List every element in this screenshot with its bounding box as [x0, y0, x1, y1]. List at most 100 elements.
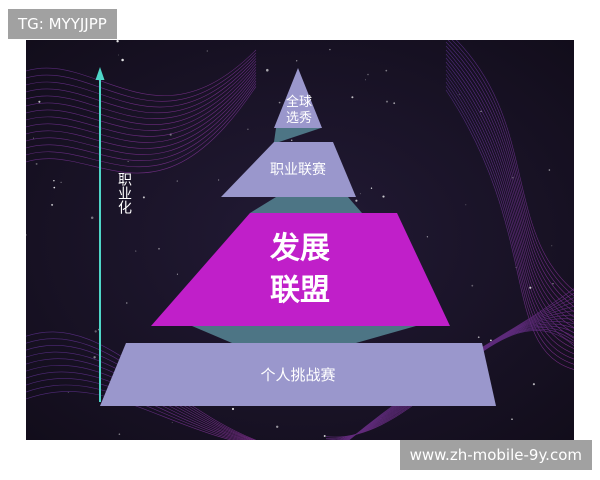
- star: [323, 435, 326, 437]
- star: [276, 425, 279, 428]
- star: [142, 196, 145, 199]
- star: [365, 79, 366, 81]
- pyramid-infographic: 职业化 全球 选秀 职业联赛 发展 联盟 个人挑战赛: [26, 40, 574, 440]
- star: [51, 203, 54, 206]
- level-4-label: 个人挑战赛: [260, 366, 335, 384]
- star: [426, 236, 429, 238]
- star: [351, 96, 354, 99]
- star: [116, 40, 119, 43]
- wave-line: [445, 49, 574, 318]
- star: [53, 179, 55, 182]
- star: [385, 69, 388, 72]
- star: [94, 330, 97, 333]
- star: [529, 286, 532, 289]
- star: [290, 139, 293, 142]
- connector-2: [250, 197, 362, 213]
- star: [135, 250, 137, 252]
- star: [278, 101, 281, 104]
- level-pro-league: [221, 142, 356, 197]
- wave-line: [445, 45, 574, 313]
- wave-line: [445, 81, 574, 360]
- axis-arrow: [95, 67, 105, 402]
- star: [117, 54, 119, 56]
- star: [121, 58, 124, 62]
- level-individual-challenge: [100, 343, 496, 406]
- wave-line: [445, 85, 574, 365]
- wave-line: [26, 52, 257, 102]
- star: [489, 339, 492, 342]
- star: [176, 180, 178, 182]
- wave-line: [445, 61, 574, 334]
- star: [176, 273, 178, 275]
- wave-line: [26, 83, 257, 168]
- star: [367, 73, 369, 76]
- wave-line: [26, 77, 257, 155]
- star: [93, 356, 96, 359]
- star: [53, 186, 56, 189]
- star: [169, 133, 172, 136]
- star: [382, 195, 385, 198]
- wave-line: [26, 86, 257, 174]
- star: [90, 216, 94, 219]
- wave-line: [455, 40, 574, 292]
- star: [67, 391, 69, 393]
- star: [158, 247, 160, 250]
- star: [38, 100, 41, 103]
- star: [477, 336, 480, 339]
- wave-line: [26, 66, 257, 131]
- wave-line: [26, 61, 257, 119]
- wave-line: [445, 57, 574, 328]
- level-1-label-line-1: 全球: [286, 94, 312, 110]
- star: [471, 284, 474, 287]
- axis-arrow-head: [95, 67, 105, 80]
- watermark-bottom: www.zh-mobile-9y.com: [399, 440, 592, 470]
- star: [329, 48, 331, 51]
- level-3-label-line-2: 联盟: [270, 273, 330, 308]
- wave-line: [26, 49, 257, 96]
- wave-line: [26, 63, 257, 125]
- wave-line: [445, 77, 574, 355]
- wave-line: [445, 73, 574, 349]
- wave-line: [445, 65, 574, 339]
- star: [359, 193, 361, 195]
- star: [60, 181, 62, 183]
- star: [26, 234, 27, 236]
- wave-line: [26, 58, 257, 114]
- wave-line: [447, 40, 574, 302]
- star: [126, 302, 128, 304]
- star: [552, 283, 554, 285]
- star: [393, 102, 396, 105]
- star: [266, 68, 269, 72]
- level-connectors: [192, 128, 416, 343]
- pyramid-levels: [100, 68, 496, 406]
- star: [247, 128, 249, 131]
- star: [218, 179, 220, 181]
- level-2-label: 职业联赛: [270, 162, 326, 178]
- star: [296, 60, 298, 62]
- wave-line: [445, 41, 574, 308]
- star: [355, 199, 358, 202]
- star: [35, 162, 38, 165]
- level-1-label-line-2: 选秀: [286, 111, 312, 126]
- wave-lines-decoration: [26, 40, 574, 440]
- wave-line: [445, 69, 574, 344]
- wave-line: [26, 55, 257, 108]
- star: [480, 110, 482, 113]
- star: [385, 100, 389, 103]
- level-top-global-draft: [274, 68, 322, 128]
- connector-1: [274, 128, 321, 142]
- star: [171, 422, 173, 424]
- axis-label: 职业化: [116, 172, 132, 215]
- level-3-label-line-1: 发展: [269, 231, 330, 266]
- wave-line: [26, 80, 257, 161]
- watermark-top: TG: MYYJJPP: [8, 9, 117, 39]
- star: [370, 187, 373, 189]
- star: [231, 407, 235, 411]
- wave-line: [451, 40, 574, 297]
- star: [206, 50, 208, 52]
- star: [532, 383, 535, 386]
- star: [511, 418, 513, 420]
- star: [515, 266, 517, 268]
- star: [551, 245, 553, 247]
- star: [458, 94, 460, 96]
